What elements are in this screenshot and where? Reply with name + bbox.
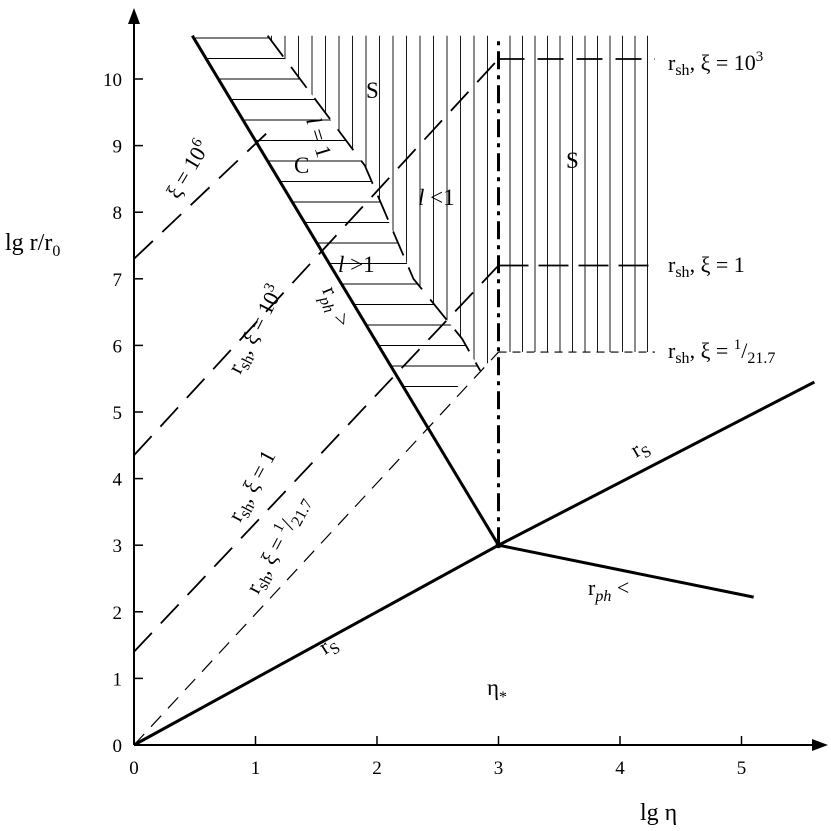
label-rs-low: rS [314,629,343,662]
x-axis-arrow [812,739,828,751]
curve-rs-high [497,380,816,547]
region-label-l-lt-1: l <1 [418,185,455,210]
curve-rph-high [191,34,500,546]
x-tick-label-5: 5 [737,758,747,779]
y-tick-label-0: 0 [113,736,123,757]
y-tick-label-5: 5 [113,403,123,424]
curve-rph-low [498,543,754,599]
curve-rs-low [133,543,500,747]
x-tick-label-0: 0 [129,758,139,779]
y-tick-label-3: 3 [113,536,123,557]
curve-rsh-1e3 [133,58,500,456]
y-tick-label-4: 4 [113,470,123,491]
x-tick-label-3: 3 [494,758,504,779]
label-rs-high: rS [626,433,655,466]
curve-rsh-1 [133,264,500,653]
label-eta-star: η* [487,675,507,706]
hatch-s-right [509,35,648,353]
region-label-s-left: S [366,78,379,103]
curve-rsh-1e6 [133,131,269,260]
y-tick-label-1: 1 [113,669,123,690]
x-tick-label-4: 4 [615,758,625,779]
label-rsh-1: rsh, ξ = 1 [222,446,284,527]
critical-point [495,542,502,549]
y-axis-title-subscript: 0 [52,243,60,260]
label-xi-1e6: ξ = 106 [160,135,215,203]
region-label-l-gt-1: l >1 [338,252,375,277]
y-axis-title: lg r/r0 [5,230,60,260]
label-rph-high: rph > [313,283,356,332]
hatch-c [192,37,481,387]
label-rsh-1-right: rsh, ξ = 1 [668,252,745,281]
y-tick-label-6: 6 [113,336,123,357]
region-label-s-right: S [566,148,579,173]
y-tick-label-9: 9 [113,137,123,158]
curve-rsh-1/21.7 [133,351,499,746]
y-tick-label-2: 2 [113,603,123,624]
x-tick-label-1: 1 [251,758,261,779]
curves [133,34,816,747]
y-tick-label-10: 10 [103,70,122,91]
y-tick-label-8: 8 [113,203,123,224]
y-axis-title-main: lg r/r [5,230,52,256]
curve-l-eq-1 [266,35,482,372]
x-tick-label-2: 2 [372,758,382,779]
x-axis-title: lg η [640,800,677,826]
region-label-c: C [294,153,309,178]
axes: 0 1 2 3 4 5 0 1 2 3 4 5 6 7 8 9 10 [103,8,828,779]
y-axis-arrow [128,8,140,24]
label-rsh-1-21-right: rsh, ξ = 1/21.7 [668,337,775,367]
region-hatching [192,35,648,387]
y-tick-label-7: 7 [113,270,123,291]
label-rph-low: rph < [588,575,629,605]
label-rsh-1e3-right: rsh, ξ = 103 [668,49,763,79]
